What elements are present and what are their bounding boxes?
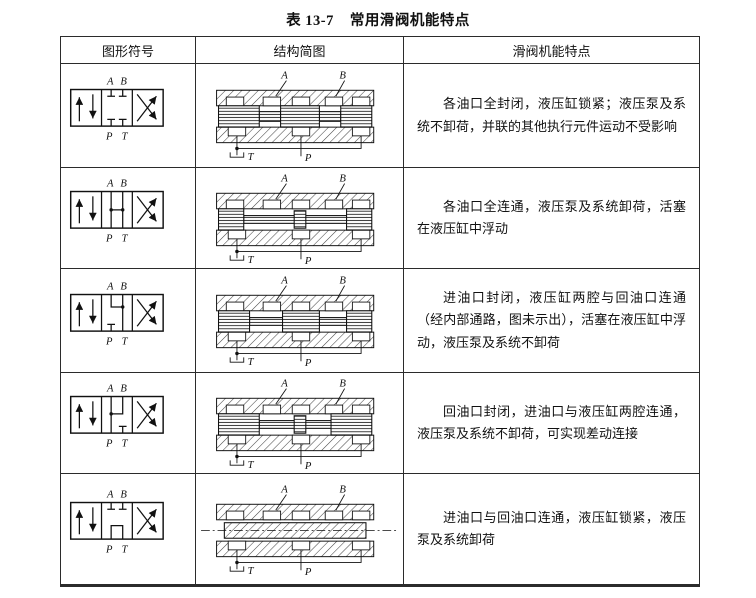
diagram-port-label-t: T xyxy=(247,459,254,471)
spool-valve-table: 图形符号 结构简图 滑阀机能特点 A B P T T P A B 各 xyxy=(60,36,700,587)
valve-symbol-diagram: A B P T xyxy=(69,179,164,245)
diagram-port-label-p: P xyxy=(303,460,311,472)
graphic-symbol-cell: A B P T xyxy=(61,269,196,372)
diagram-port-label-t: T xyxy=(247,565,254,577)
table-row: A B P T T P A B 回油口封闭，进油口与液压缸两腔连通，液压泵及系统… xyxy=(61,372,699,473)
diagram-port-label-t: T xyxy=(247,254,254,266)
diagram-port-label-p: P xyxy=(303,566,311,578)
valve-symbol-diagram: A B P T xyxy=(69,76,164,142)
valve-symbol-diagram: A B P T xyxy=(69,490,164,556)
structure-diagram: T P A B xyxy=(215,275,374,369)
symbol-port-label-p: P xyxy=(105,131,113,142)
table-number-label: 表 13-7 xyxy=(286,13,334,29)
table-header-row: 图形符号 结构简图 滑阀机能特点 xyxy=(61,37,699,64)
structure-diagram-cell: T P A B xyxy=(196,64,404,167)
symbol-port-label-a: A xyxy=(106,76,114,87)
graphic-symbol-cell: A B P T xyxy=(61,64,196,167)
symbol-port-label-p: P xyxy=(105,439,113,450)
symbol-port-label-t: T xyxy=(122,131,129,142)
graphic-symbol-cell: A B P T xyxy=(61,474,196,584)
characteristics-cell: 进油口封闭，液压缸两腔与回油口连通（经内部通路，图未示出），活塞在液压缸中浮动，… xyxy=(404,269,699,372)
symbol-port-label-a: A xyxy=(106,490,114,501)
symbol-port-label-b: B xyxy=(120,76,127,87)
structure-diagram-cell: T P A B xyxy=(196,474,404,584)
diagram-port-label-b: B xyxy=(339,377,346,389)
structure-diagram: T P A B xyxy=(200,483,399,578)
symbol-port-label-b: B xyxy=(120,384,127,395)
symbol-port-label-p: P xyxy=(105,545,113,556)
diagram-port-label-p: P xyxy=(303,152,311,164)
characteristics-text: 回油口封闭，进油口与液压缸两腔连通，液压泵及系统不卸荷，可实现差动连接 xyxy=(417,403,686,441)
symbol-port-label-a: A xyxy=(106,384,114,395)
valve-symbol-diagram: A B P T xyxy=(69,281,164,347)
characteristics-text: 各油口全连通，液压泵及系统卸荷，活塞在液压缸中浮动 xyxy=(417,198,686,236)
symbol-port-label-a: A xyxy=(106,281,114,292)
characteristics-text: 各油口全封闭，液压缸锁紧；液压泵及系统不卸荷，并联的其他执行元件运动不受影响 xyxy=(417,96,686,134)
table-row: A B P T T P A B 进油口封闭，液压缸两腔与回油口连通（经内部通路，… xyxy=(61,268,699,372)
valve-symbol-diagram: A B P T xyxy=(69,384,164,450)
structure-diagram-cell: T P A B xyxy=(196,269,404,372)
diagram-port-label-b: B xyxy=(339,275,346,287)
column-header-graphic-symbol: 图形符号 xyxy=(61,37,196,63)
table-row: A B P T T P A B 各油口全连通，液压泵及系统卸荷，活塞在液压缸中浮… xyxy=(61,167,699,268)
page-title: 表 13-7 常用滑阀机能特点 xyxy=(0,9,756,30)
symbol-port-label-t: T xyxy=(122,234,129,245)
characteristics-text: 进油口封闭，液压缸两腔与回油口连通（经内部通路，图未示出），活塞在液压缸中浮动，… xyxy=(417,289,686,350)
diagram-port-label-a: A xyxy=(280,275,288,287)
table-title-text: 常用滑阀机能特点 xyxy=(349,13,470,29)
graphic-symbol-cell: A B P T xyxy=(61,168,196,268)
graphic-symbol-cell: A B P T xyxy=(61,373,196,473)
symbol-port-label-t: T xyxy=(122,439,129,450)
table-rows-container: A B P T T P A B 各油口全封闭，液压缸锁紧；液压泵及系统不卸荷，并… xyxy=(61,64,699,584)
symbol-port-label-a: A xyxy=(106,179,114,190)
table-row: A B P T T P A B 进油口与回油口连通，液压缸锁紧，液压泵及系统卸荷 xyxy=(61,473,699,584)
diagram-port-label-a: A xyxy=(280,377,288,389)
column-header-structure-diagram: 结构简图 xyxy=(196,37,404,63)
structure-diagram: T P A B xyxy=(215,70,374,164)
diagram-port-label-a: A xyxy=(280,483,288,495)
structure-diagram-cell: T P A B xyxy=(196,168,404,268)
characteristics-cell: 各油口全封闭，液压缸锁紧；液压泵及系统不卸荷，并联的其他执行元件运动不受影响 xyxy=(404,64,699,167)
diagram-port-label-a: A xyxy=(280,172,288,184)
diagram-port-label-b: B xyxy=(339,70,346,82)
diagram-port-label-t: T xyxy=(247,151,254,163)
table-row: A B P T T P A B 各油口全封闭，液压缸锁紧；液压泵及系统不卸荷，并… xyxy=(61,64,699,167)
diagram-port-label-p: P xyxy=(303,255,311,267)
symbol-port-label-p: P xyxy=(105,234,113,245)
characteristics-cell: 各油口全连通，液压泵及系统卸荷，活塞在液压缸中浮动 xyxy=(404,168,699,268)
diagram-port-label-p: P xyxy=(303,357,311,369)
diagram-port-label-b: B xyxy=(339,172,346,184)
symbol-port-label-b: B xyxy=(120,179,127,190)
diagram-port-label-b: B xyxy=(339,483,346,495)
structure-diagram: T P A B xyxy=(215,172,374,267)
structure-diagram-cell: T P A B xyxy=(196,373,404,473)
symbol-port-label-b: B xyxy=(120,490,127,501)
column-header-characteristics: 滑阀机能特点 xyxy=(512,43,591,59)
symbol-port-label-t: T xyxy=(122,336,129,347)
symbol-port-label-b: B xyxy=(120,281,127,292)
symbol-port-label-p: P xyxy=(105,336,113,347)
diagram-port-label-t: T xyxy=(247,356,254,368)
characteristics-text: 进油口与回油口连通，液压缸锁紧，液压泵及系统卸荷 xyxy=(417,509,686,547)
characteristics-cell: 回油口封闭，进油口与液压缸两腔连通，液压泵及系统不卸荷，可实现差动连接 xyxy=(404,373,699,473)
characteristics-cell: 进油口与回油口连通，液压缸锁紧，液压泵及系统卸荷 xyxy=(404,474,699,584)
symbol-port-label-t: T xyxy=(122,545,129,556)
diagram-port-label-a: A xyxy=(280,70,288,82)
structure-diagram: T P A B xyxy=(215,377,374,472)
